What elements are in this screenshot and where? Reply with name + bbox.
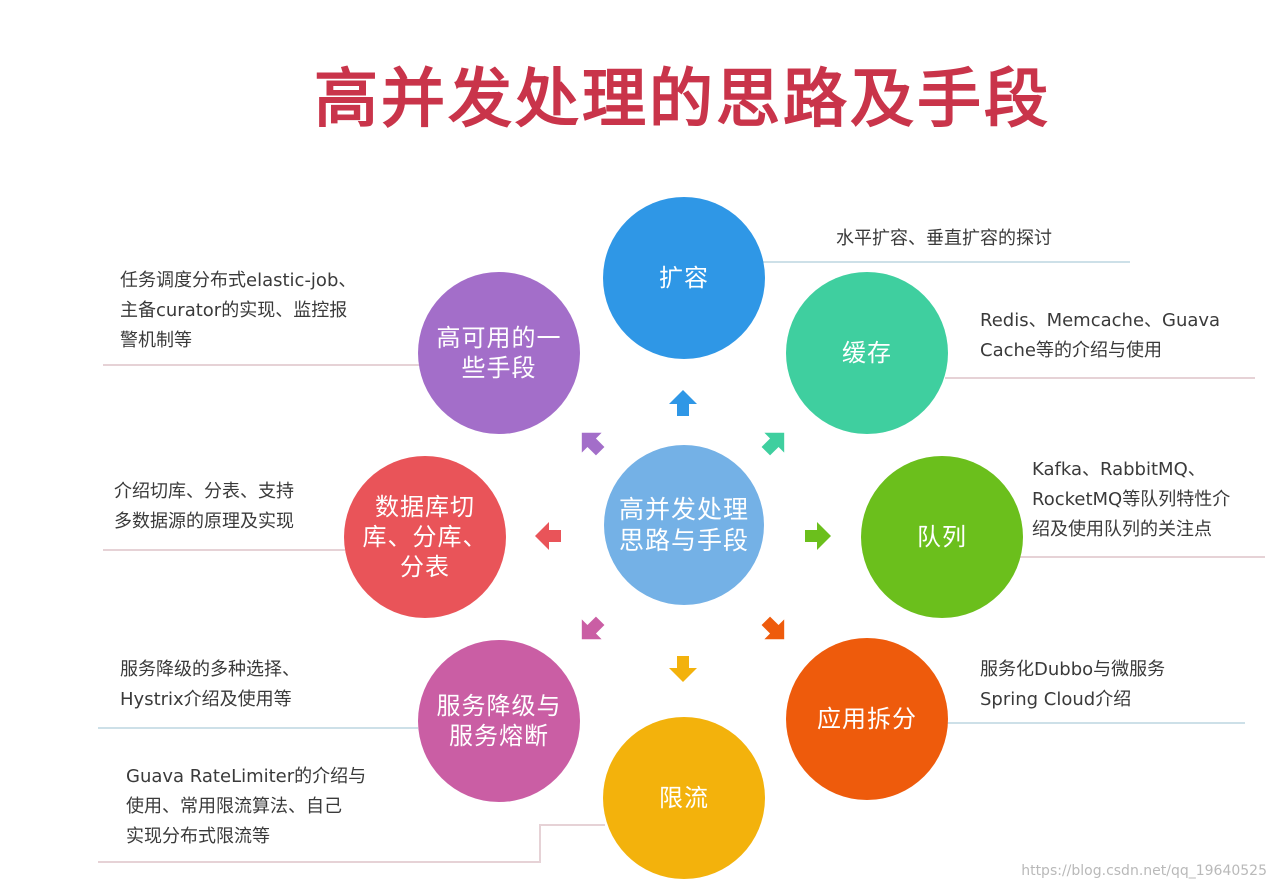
arrow-right-icon [805,522,831,550]
node-limit[interactable]: 限流 [603,717,765,879]
node-degrade-label: 服务降级与 服务熔断 [436,692,562,750]
arrow-down-right-icon [761,616,785,640]
watermark: https://blog.csdn.net/qq_19640525 [1021,863,1267,879]
node-queue-label: 队列 [917,523,967,551]
node-limit-label: 限流 [659,784,709,812]
page-title: 高并发处理的思路及手段 [314,63,1051,137]
desc-queue: Kafka、RabbitMQ、 RocketMQ等队列特性介 绍及使用队列的关注… [1032,459,1231,540]
arrow-up-icon [669,390,697,416]
node-shard-label: 数据库切 库、分库、 分表 [362,493,488,581]
node-expand[interactable]: 扩容 [603,197,765,359]
desc-ha: 任务调度分布式elastic-job、 主备curator的实现、监控报 警机制… [120,270,357,351]
node-cache[interactable]: 缓存 [786,272,948,434]
node-cache-label: 缓存 [842,339,892,367]
node-ha-label: 高可用的一 些手段 [436,324,562,382]
node-ha[interactable]: 高可用的一 些手段 [418,272,580,434]
desc-degrade: 服务降级的多种选择、 Hystrix介绍及使用等 [120,659,300,710]
node-expand-label: 扩容 [659,264,709,292]
desc-expand: 水平扩容、垂直扩容的探讨 [836,228,1052,249]
node-split-label: 应用拆分 [817,705,917,733]
arrow-up-left-icon [581,432,605,456]
center-node-label: 高并发处理 思路与手段 [618,494,749,555]
desc-cache: Redis、Memcache、Guava Cache等的介绍与使用 [980,310,1221,361]
node-queue[interactable]: 队列 [861,456,1023,618]
arrow-down-icon [669,656,697,682]
arrow-up-right-icon [761,432,785,456]
arrow-down-left-icon [581,616,605,640]
desc-limit: Guava RateLimiter的介绍与 使用、常用限流算法、自己 实现分布式… [126,766,367,847]
node-degrade[interactable]: 服务降级与 服务熔断 [418,640,580,802]
node-split[interactable]: 应用拆分 [786,638,948,800]
arrow-left-icon [535,522,561,550]
desc-shard: 介绍切库、分表、支持 多数据源的原理及实现 [114,481,294,532]
desc-split: 服务化Dubbo与微服务 Spring Cloud介绍 [980,659,1166,710]
center-node: 高并发处理 思路与手段 [604,445,764,605]
node-shard[interactable]: 数据库切 库、分库、 分表 [344,456,506,618]
limit-connector [98,824,605,863]
